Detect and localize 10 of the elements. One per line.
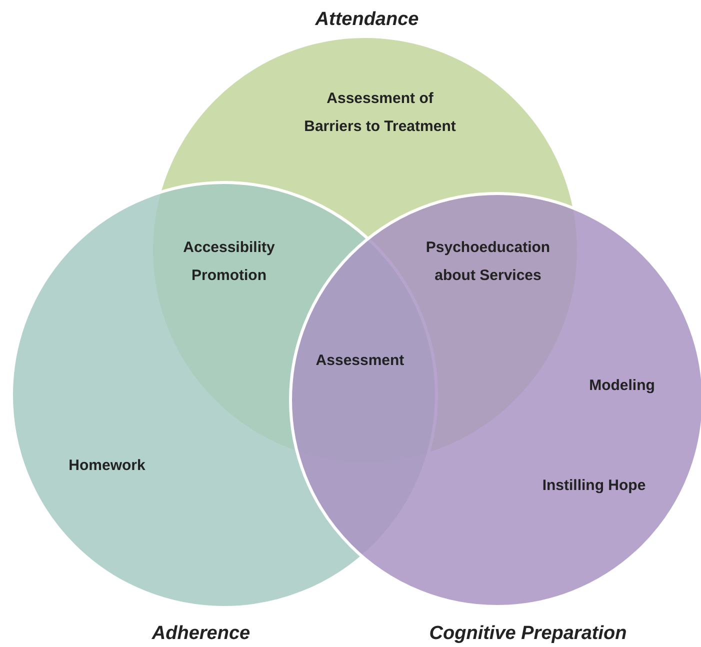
region-text: Homework [68,456,146,476]
region-text: Instilling Hope [541,476,647,496]
circle-title: Cognitive Preparation [429,623,627,645]
overlap-text: Psychoeducation about Services [424,238,552,286]
circle-title: Attendance [315,9,419,31]
overlap-text: Assessment [314,351,406,371]
overlap-text: Accessibility Promotion [182,238,276,286]
region-text: Modeling [588,376,656,396]
region-text: Assessment of Barriers to Treatment [303,89,457,137]
circle-title: Adherence [152,623,250,645]
